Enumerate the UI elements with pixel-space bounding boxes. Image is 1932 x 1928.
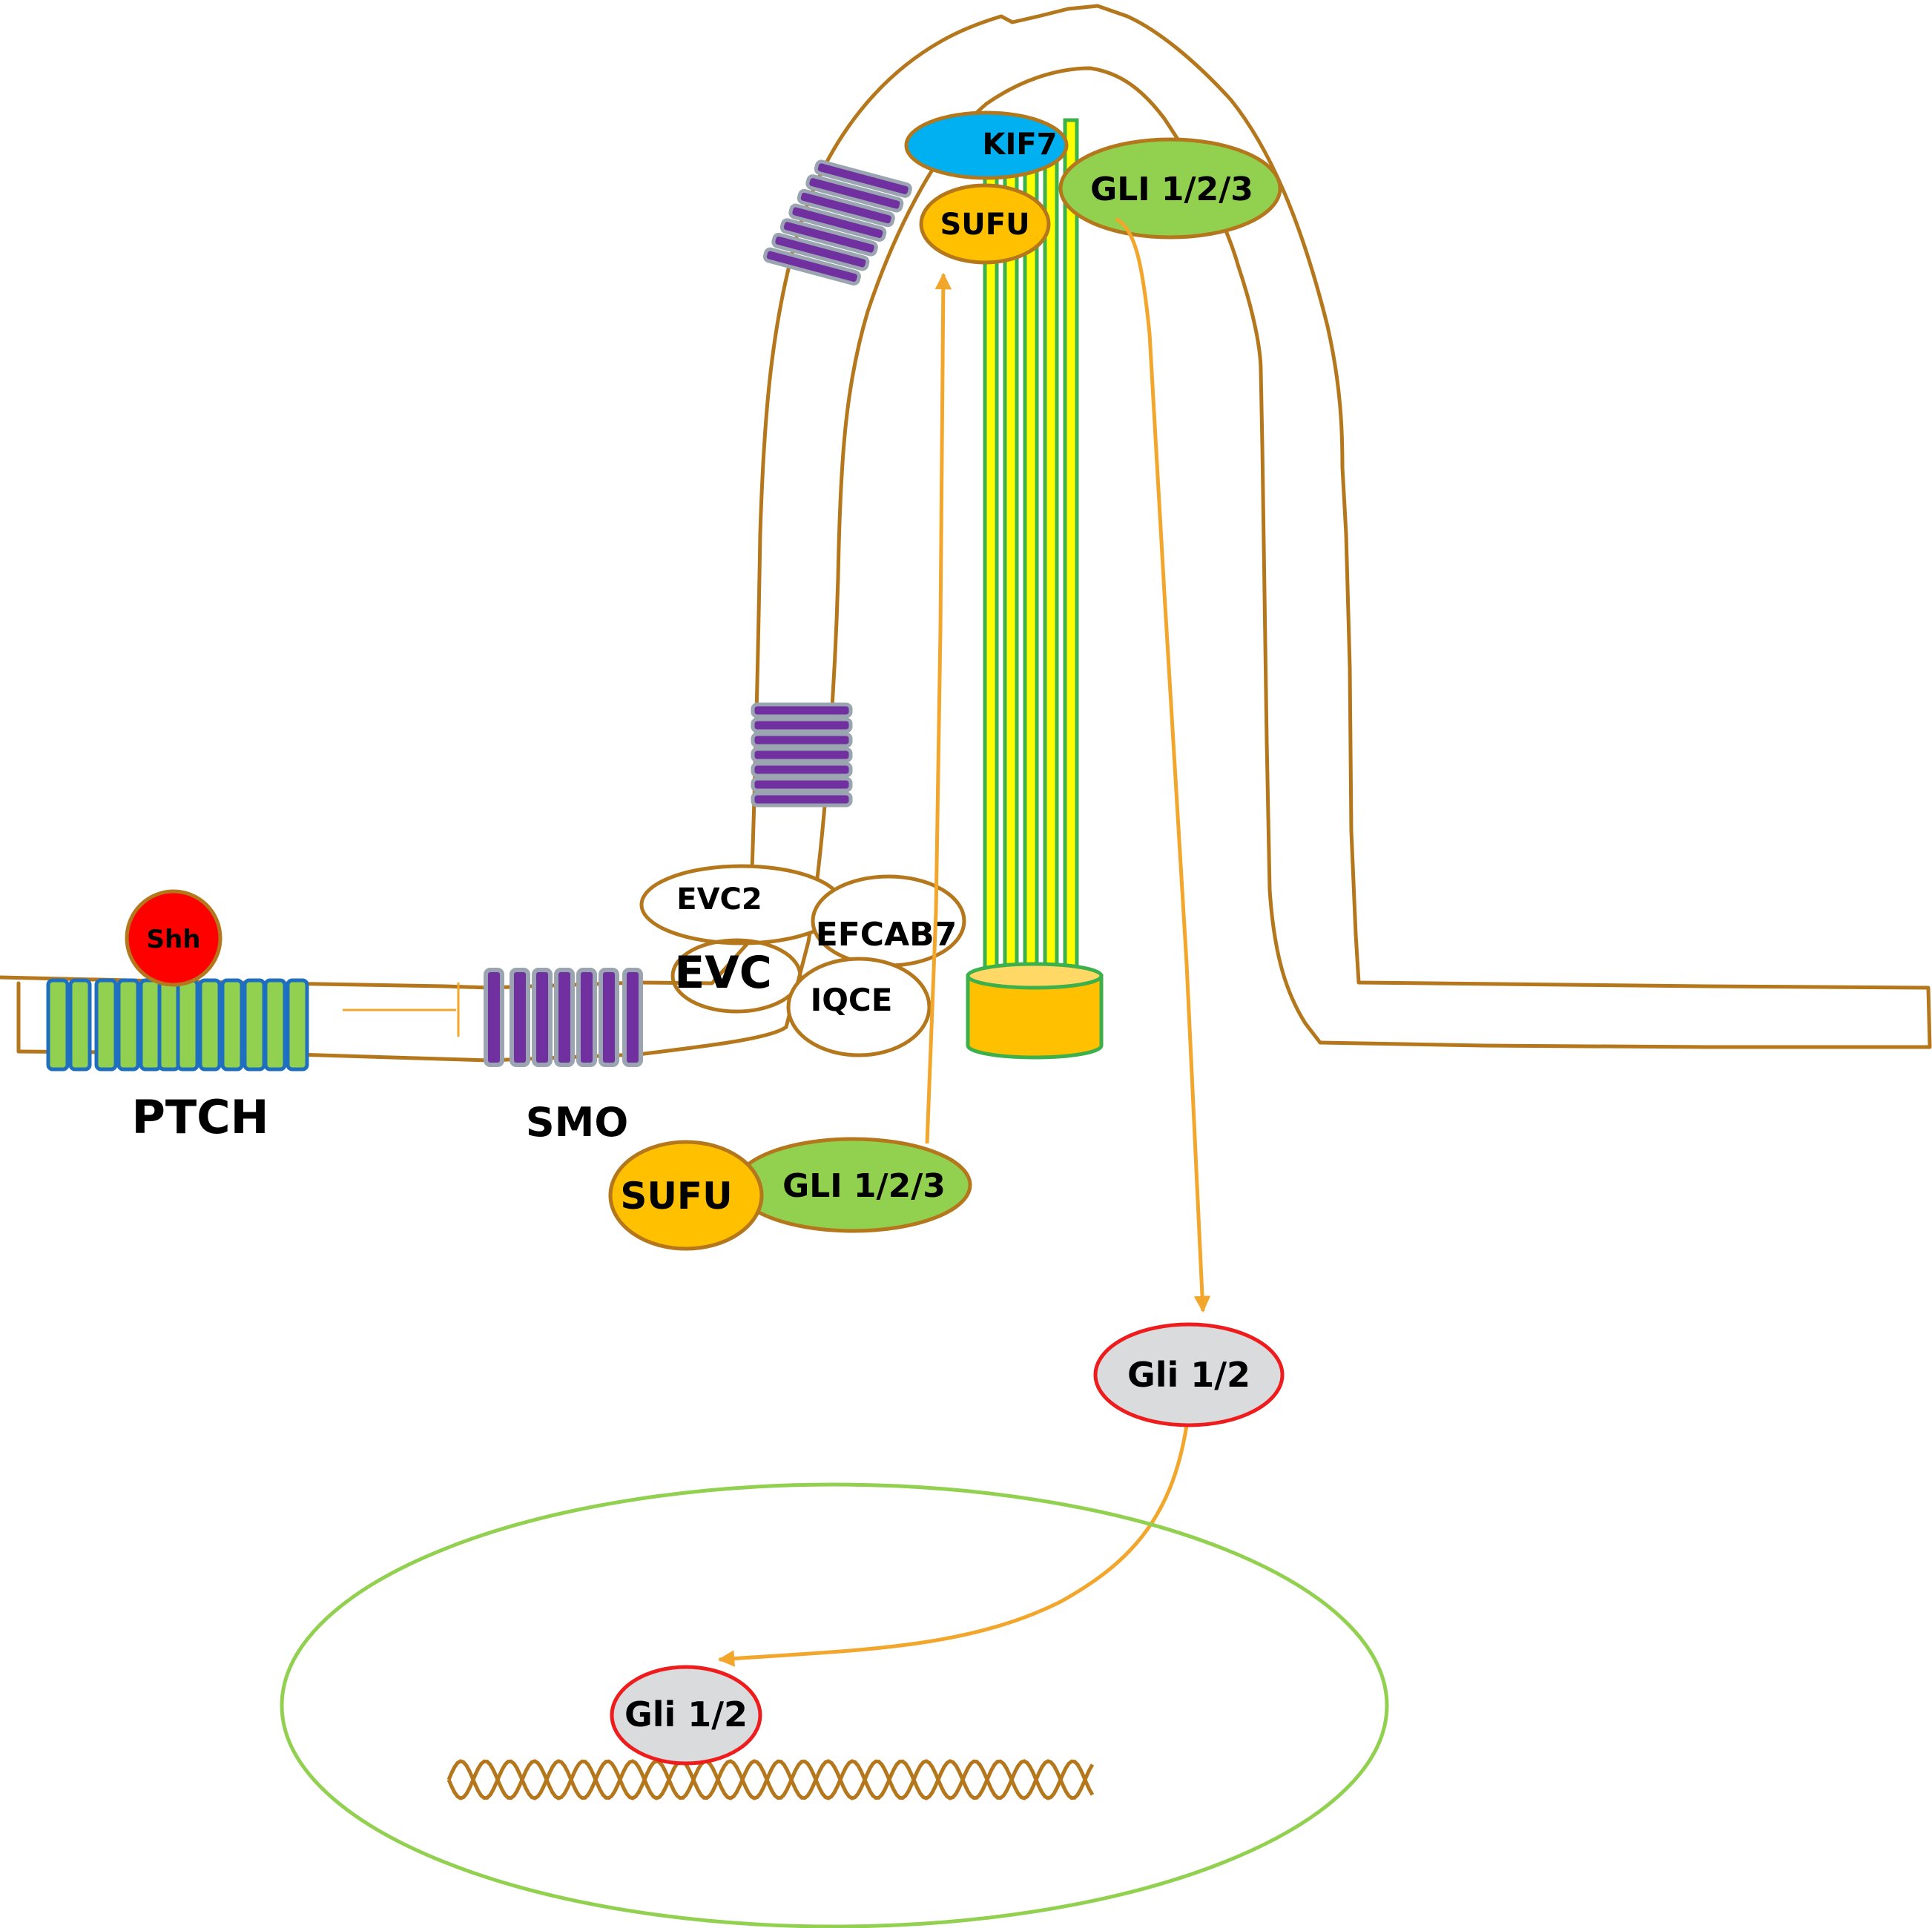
sufu-base-protein [608,1140,764,1251]
smo-helix [751,717,853,733]
smo-helix [484,968,504,1067]
ptch-label: PTCH [131,1090,268,1144]
gli-active-nucleus: Gli 1/2 [610,1665,762,1766]
nucleus [280,1482,1389,1928]
smo-helix [814,159,912,198]
smo-helix [797,188,895,228]
gli-base-label: GLI 1/2/3 [782,1167,946,1205]
smo-helix [751,702,853,719]
sufu-gli-complex: GLI 1/2/3 SUFU [608,1137,972,1251]
smo-helix [751,776,853,793]
evc2-label: EVC2 [676,882,762,917]
ptch-helix [157,978,181,1072]
smo-helix [554,968,575,1067]
ptch-helix [68,978,92,1072]
cilium-outer-membrane [636,4,1932,1049]
ptch-helix [176,978,200,1072]
shh-ligand: Shh [125,889,222,987]
gli-nucleus-label: Gli 1/2 [624,1694,748,1734]
smo-helix [788,203,887,242]
iqce-label: IQCE [811,982,893,1018]
ptch-helix [220,978,244,1072]
sufu-tip-label: SUFU [940,208,1029,242]
ptch-helix [243,978,266,1072]
smo-helix [576,968,597,1067]
smo-helix [779,218,878,257]
ptch-receptor [46,978,309,1072]
smo-ciliary-stack [751,702,853,839]
ptch-helix [116,978,140,1072]
ptch-helix [139,978,162,1072]
dna-strand [446,1759,1095,1800]
axoneme [983,118,1079,975]
smo-helix [771,232,870,271]
ptch-helix [198,978,222,1072]
ptch-helix [94,978,118,1072]
ptch-inhibits-smo [343,983,460,1037]
smo-receptor [484,968,643,1067]
smo-helix [532,968,553,1067]
arrow-anterograde [925,272,952,1144]
smo-helix [762,247,861,286]
sufu-base-label: SUFU [620,1175,732,1218]
shh-label: Shh [147,925,201,954]
evc-complex: EVC2 EFCAB7 EVC IQCE [639,864,966,1057]
gli-tip-label: GLI 1/2/3 [1090,171,1253,208]
gli-active-cytoplasm: Gli 1/2 [1093,1322,1285,1427]
smo-helix [751,791,853,808]
gli-tip-protein [1058,137,1282,240]
evc-protein [670,938,802,1014]
arrow-retrograde [1115,217,1211,1313]
dna-strand [446,1759,1095,1800]
evc-label: EVC [674,947,771,999]
iqce-protein [786,957,932,1057]
sufu-tip-protein [919,183,1051,265]
cilium-inner-membrane [784,66,1322,1045]
dna-helix [446,1759,1095,1800]
smo-tip-stack [762,159,912,286]
smo-helix [599,968,619,1067]
ptch-helix [263,978,287,1072]
smo-helix [751,762,853,778]
smo-label: SMO [526,1099,629,1146]
arrow-nuclear-entry [717,1424,1189,1667]
tip-complex: KIF7 SUFU GLI 1/2/3 [904,110,1282,265]
basal-body [966,962,1104,1060]
kif7-label: KIF7 [982,128,1057,162]
gli-cyto-label: Gli 1/2 [1127,1355,1250,1395]
smo-helix [751,732,853,748]
ptch-helix [46,978,70,1072]
kif7-protein [904,110,1069,180]
smo-helix [751,747,853,763]
smo-stack-spacer [753,810,851,839]
ptch-helix [286,978,309,1072]
smo-helix [622,968,643,1067]
smo-helix [805,174,904,213]
smo-helix [510,968,530,1067]
